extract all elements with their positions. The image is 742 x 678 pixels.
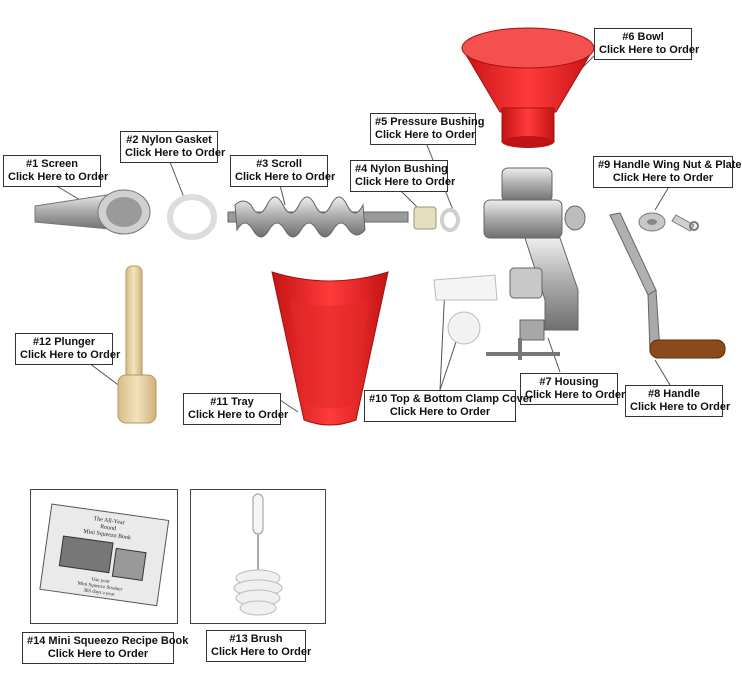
tray-part-image xyxy=(271,271,389,426)
wing-nut-name: #9 Handle Wing Nut & Plate xyxy=(598,159,742,171)
gasket-cta: Click Here to Order xyxy=(125,147,226,159)
plunger-order-link[interactable]: #12 Plunger Click Here to Order xyxy=(15,333,121,365)
bowl-name: #6 Bowl xyxy=(622,31,664,43)
wing-nut-cta: Click Here to Order xyxy=(612,172,714,184)
pressure-bushing-part-image xyxy=(440,208,460,232)
book-tagline-line-2: Mini Squeezo Strainer xyxy=(77,581,123,592)
handle-order-link[interactable]: #8 Handle Click Here to Order xyxy=(625,385,731,417)
nylon-bushing-part-image xyxy=(413,206,437,230)
handle-cta: Click Here to Order xyxy=(630,401,731,413)
clamp-cover-part-image xyxy=(433,274,498,345)
housing-part-image xyxy=(483,167,586,360)
nylon-bushing-cta: Click Here to Order xyxy=(355,176,456,188)
book-tagline-line-3: 365 days a year xyxy=(83,588,115,597)
brush-image xyxy=(233,493,283,616)
nylon-bushing-order-link[interactable]: #4 Nylon Bushing Click Here to Order xyxy=(350,160,456,192)
scroll-cta: Click Here to Order xyxy=(235,171,336,183)
gasket-order-link[interactable]: #2 Nylon Gasket Click Here to Order xyxy=(120,131,226,163)
clamp-cover-order-link[interactable]: #10 Top & Bottom Clamp Cover Click Here … xyxy=(364,390,534,422)
bowl-cta: Click Here to Order xyxy=(599,44,700,56)
gasket-part-image xyxy=(167,194,217,240)
pressure-bushing-cta: Click Here to Order xyxy=(375,129,476,141)
scroll-name: #3 Scroll xyxy=(256,158,302,170)
brush-frame[interactable] xyxy=(190,489,326,624)
housing-order-link[interactable]: #7 Housing Click Here to Order xyxy=(520,373,626,405)
scroll-order-link[interactable]: #3 Scroll Click Here to Order xyxy=(230,155,336,187)
pressure-bushing-order-link[interactable]: #5 Pressure Bushing Click Here to Order xyxy=(370,113,485,145)
recipe-book-image: The All-Year Round Mini Squeezo Book Use… xyxy=(39,503,170,607)
wing-nut-part-image xyxy=(638,212,699,232)
housing-cta: Click Here to Order xyxy=(525,389,626,401)
recipe-book-order-link[interactable]: #14 Mini Squeezo Recipe Book Click Here … xyxy=(22,632,189,664)
housing-name: #7 Housing xyxy=(539,376,599,388)
handle-name: #8 Handle xyxy=(648,388,700,400)
bowl-order-link[interactable]: #6 Bowl Click Here to Order xyxy=(594,28,700,60)
tray-cta: Click Here to Order xyxy=(188,409,289,421)
screen-cta: Click Here to Order xyxy=(8,171,109,183)
handle-part-image xyxy=(609,212,726,359)
book-title-line-2: Round xyxy=(100,524,117,532)
brush-order-link[interactable]: #13 Brush Click Here to Order xyxy=(206,630,312,662)
tray-order-link[interactable]: #11 Tray Click Here to Order xyxy=(183,393,289,425)
gasket-name: #2 Nylon Gasket xyxy=(126,134,212,146)
plunger-name: #12 Plunger xyxy=(32,336,96,348)
brush-cta: Click Here to Order xyxy=(211,646,312,658)
wing-nut-order-link[interactable]: #9 Handle Wing Nut & Plate Click Here to… xyxy=(593,156,742,188)
brush-name: #13 Brush xyxy=(229,633,283,645)
recipe-book-cta: Click Here to Order xyxy=(47,648,149,660)
tray-name: #11 Tray xyxy=(210,396,254,408)
nylon-bushing-name: #4 Nylon Bushing xyxy=(355,163,448,175)
book-tagline-line-1: Use your xyxy=(91,577,110,585)
plunger-cta: Click Here to Order xyxy=(20,349,121,361)
pressure-bushing-name: #5 Pressure Bushing xyxy=(375,116,485,128)
screen-part-image xyxy=(34,189,151,235)
book-title-line-1: The All-Year xyxy=(93,516,125,526)
bowl-part-image xyxy=(461,27,595,148)
plunger-part-image xyxy=(117,265,157,424)
clamp-cover-name: #10 Top & Bottom Clamp Cover xyxy=(369,393,534,405)
recipe-book-name: #14 Mini Squeezo Recipe Book xyxy=(27,635,189,647)
screen-name: #1 Screen xyxy=(26,158,78,170)
recipe-book-frame[interactable]: The All-Year Round Mini Squeezo Book Use… xyxy=(30,489,178,624)
scroll-part-image xyxy=(227,196,409,238)
clamp-cover-cta: Click Here to Order xyxy=(389,406,491,418)
screen-order-link[interactable]: #1 Screen Click Here to Order xyxy=(3,155,109,187)
